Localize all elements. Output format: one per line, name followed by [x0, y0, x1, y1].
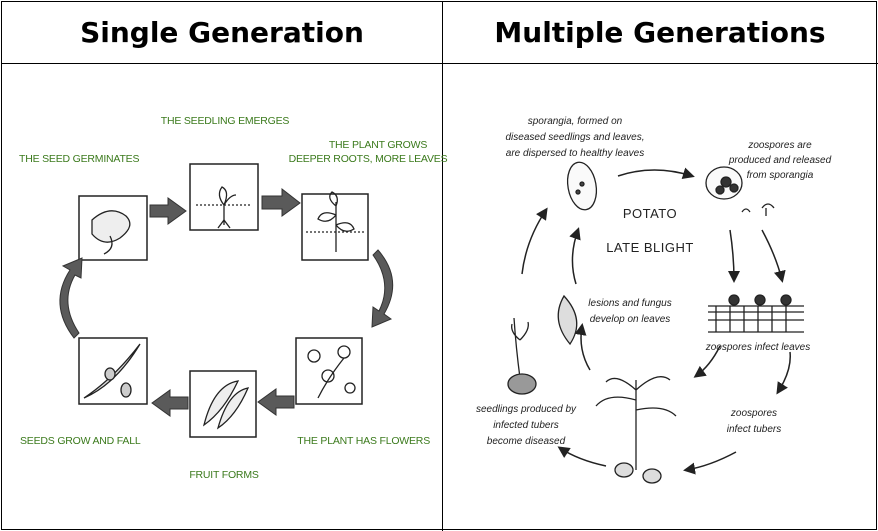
label-deeper-roots: DEEPER ROOTS, MORE LEAVES — [289, 153, 448, 165]
potato-plant-icon — [595, 376, 677, 470]
label-seed-germinates: THE SEED GERMINATES — [19, 153, 139, 165]
arrow-flowers-to-fruit — [257, 388, 295, 416]
label-plant-flowers: THE PLANT HAS FLOWERS — [297, 435, 430, 447]
label-infect-tubers-2: infect tubers — [727, 424, 781, 435]
blight-illustrations — [507, 161, 804, 484]
arrow-seedling-to-grows — [261, 187, 301, 217]
label-zoospores-1: zoospores are — [747, 140, 812, 151]
infected-leaf-icon — [557, 294, 578, 346]
label-seedlings-2: infected tubers — [493, 420, 559, 431]
label-lesions-2: develop on leaves — [590, 314, 671, 325]
label-fruit-forms: FRUIT FORMS — [189, 469, 259, 481]
label-sporangia-2: diseased seedlings and leaves, — [506, 132, 645, 143]
blight-arrows — [521, 167, 791, 475]
header-row — [2, 2, 878, 64]
arrow-germinate-to-seedling — [149, 197, 187, 225]
header-single-generation: Single Generation — [80, 16, 364, 49]
cycle-arrows — [59, 187, 394, 417]
stage-illustrations — [83, 186, 364, 430]
label-sporangia-1: sporangia, formed on — [528, 116, 623, 127]
label-plant-grows: THE PLANT GROWS — [329, 139, 428, 151]
stage-box-seedling — [189, 163, 259, 231]
arrow-fruit-to-seeds — [151, 389, 189, 417]
label-lesions-1: lesions and fungus — [588, 298, 671, 309]
label-zoospores-2: produced and released — [728, 155, 832, 166]
label-seedlings-1: seedlings produced by — [476, 404, 577, 415]
header-multiple-generations: Multiple Generations — [494, 16, 826, 49]
seedling-icon — [511, 317, 529, 379]
label-seeds-fall: SEEDS GROW AND FALL — [20, 435, 141, 447]
label-seedling-emerges: THE SEEDLING EMERGES — [161, 115, 290, 127]
label-sporangia-3: are dispersed to healthy leaves — [506, 148, 644, 159]
arrow-seeds-to-germinate — [59, 257, 83, 339]
label-zoospores-3: from sporangia — [747, 170, 814, 181]
label-infect-leaves: zoospores infect leaves — [705, 342, 811, 353]
column-divider — [442, 2, 443, 531]
arrow-grows-to-flowers — [371, 249, 394, 328]
title-late-blight: LATE BLIGHT — [606, 240, 694, 255]
title-potato: POTATO — [623, 206, 677, 221]
label-infect-tubers-1: zoospores — [730, 408, 777, 419]
leaf-cross-section-icon — [708, 305, 804, 333]
label-seedlings-3: become diseased — [487, 436, 566, 447]
